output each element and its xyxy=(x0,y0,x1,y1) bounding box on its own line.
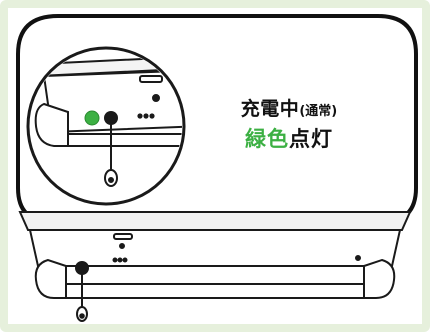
led-state-caption: 緑色点灯 xyxy=(214,123,364,153)
led-state-text: 点灯 xyxy=(289,127,333,151)
device-full-view xyxy=(18,211,412,322)
led-color-text: 緑色 xyxy=(245,127,289,151)
magnified-view xyxy=(26,46,186,206)
status-text: 充電中 xyxy=(240,98,300,120)
device-illustration xyxy=(16,14,418,322)
charging-status-caption: 充電中(通常) xyxy=(204,94,374,121)
figure-panel: 充電中(通常) 緑色点灯 xyxy=(8,8,422,324)
green-led-icon xyxy=(84,110,100,126)
status-paren-text: (通常) xyxy=(299,104,338,119)
dc-jack-icon xyxy=(104,111,118,125)
